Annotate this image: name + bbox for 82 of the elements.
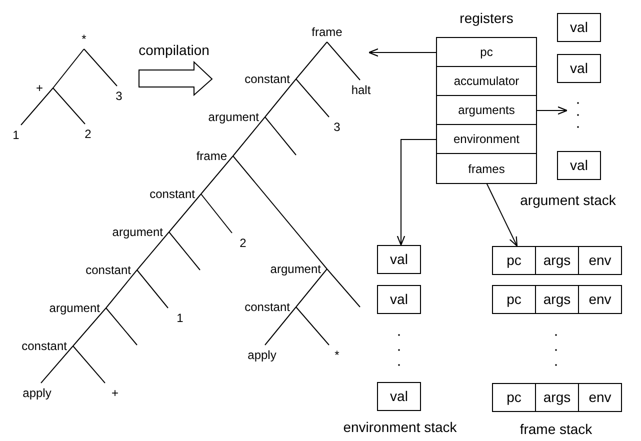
tree-branch [168, 194, 202, 232]
tree-branch [136, 232, 170, 270]
record-field: args [536, 286, 579, 313]
tree-branch [84, 48, 118, 86]
tree-node-label: halt [351, 83, 371, 97]
tree-node-label: argument [208, 108, 265, 126]
tree-node-label: constant [86, 261, 137, 279]
record-field: pc [493, 286, 536, 313]
tree-branch [264, 78, 296, 118]
tree-branch [326, 42, 360, 80]
record-field: env [579, 247, 621, 274]
tree-branch [168, 232, 200, 270]
tree-node-label: argument [270, 260, 327, 278]
tree-node-label: + [112, 386, 118, 400]
arrow [486, 182, 518, 247]
arrow [396, 139, 436, 246]
tree-branch [106, 308, 138, 346]
record-field: args [536, 247, 579, 274]
register-row: environment [437, 125, 536, 154]
tree-node-label: 3 [334, 120, 340, 134]
tree-branch [52, 48, 84, 88]
value-cell: val [557, 13, 601, 42]
value-cell: val [557, 54, 601, 83]
tree-node-label: apply [248, 348, 276, 362]
tree-branch [40, 346, 74, 384]
record-field: env [579, 384, 621, 411]
transform-label: compilation [138, 42, 210, 58]
tree-node-label: argument [112, 223, 169, 241]
value-cell: val [557, 151, 601, 180]
tree-node-label: 3 [116, 89, 122, 103]
record-field: args [536, 384, 579, 411]
record-field: pc [493, 384, 536, 411]
record-field: pc [493, 247, 536, 274]
tree-branch [52, 88, 86, 124]
tree-node-label: * [82, 32, 86, 46]
tree-node-label: * [334, 348, 340, 362]
tree-node-label: argument [49, 299, 106, 317]
tree-branch [72, 308, 106, 346]
tree-node-label: constant [244, 70, 296, 88]
tree-node-label: 2 [240, 236, 246, 250]
tree-branch [296, 42, 328, 80]
arrow [368, 48, 436, 57]
tree-node-label: + [36, 79, 53, 97]
tree-branch [296, 268, 328, 308]
tree-branch [200, 156, 234, 194]
tree-branch [264, 306, 296, 346]
stack-heading: environment stack [343, 419, 457, 435]
tree-branch [232, 116, 266, 156]
tree-node-label: frame [312, 25, 342, 39]
stack-heading: frame stack [520, 421, 592, 437]
register-row: frames [437, 154, 536, 183]
tree-branch [106, 270, 138, 308]
frame-record [492, 285, 622, 314]
tree-node-label: apply [22, 386, 52, 400]
record-field: env [579, 286, 621, 313]
tree-node-label: 2 [84, 127, 92, 141]
register-row: accumulator [437, 67, 536, 96]
tree-node-label: 1 [176, 311, 184, 325]
tree-branch [264, 116, 296, 156]
tree-branch [296, 306, 330, 346]
value-cell: val [377, 382, 421, 411]
tree-branch [20, 88, 54, 126]
tree-branch [136, 270, 168, 308]
tree-branch [72, 346, 106, 384]
register-row: pc [437, 38, 536, 67]
tree-node-label: constant [244, 298, 296, 316]
value-cell: val [377, 245, 421, 274]
register-row: arguments [437, 96, 536, 125]
table-heading: registers [460, 10, 514, 26]
stack-heading: argument stack [520, 192, 616, 208]
frame-record [492, 383, 622, 412]
tree-branch [296, 78, 330, 118]
value-cell: val [377, 285, 421, 314]
tree-node-label: frame [196, 147, 233, 165]
tree-branch [232, 156, 328, 270]
tree-branch [326, 268, 360, 308]
tree-node-label: 1 [12, 128, 20, 142]
tree-node-label: constant [150, 185, 201, 203]
tree-node-label: constant [22, 337, 73, 355]
tree-branch [200, 194, 232, 234]
frame-record [492, 246, 622, 275]
arrow [536, 106, 568, 115]
